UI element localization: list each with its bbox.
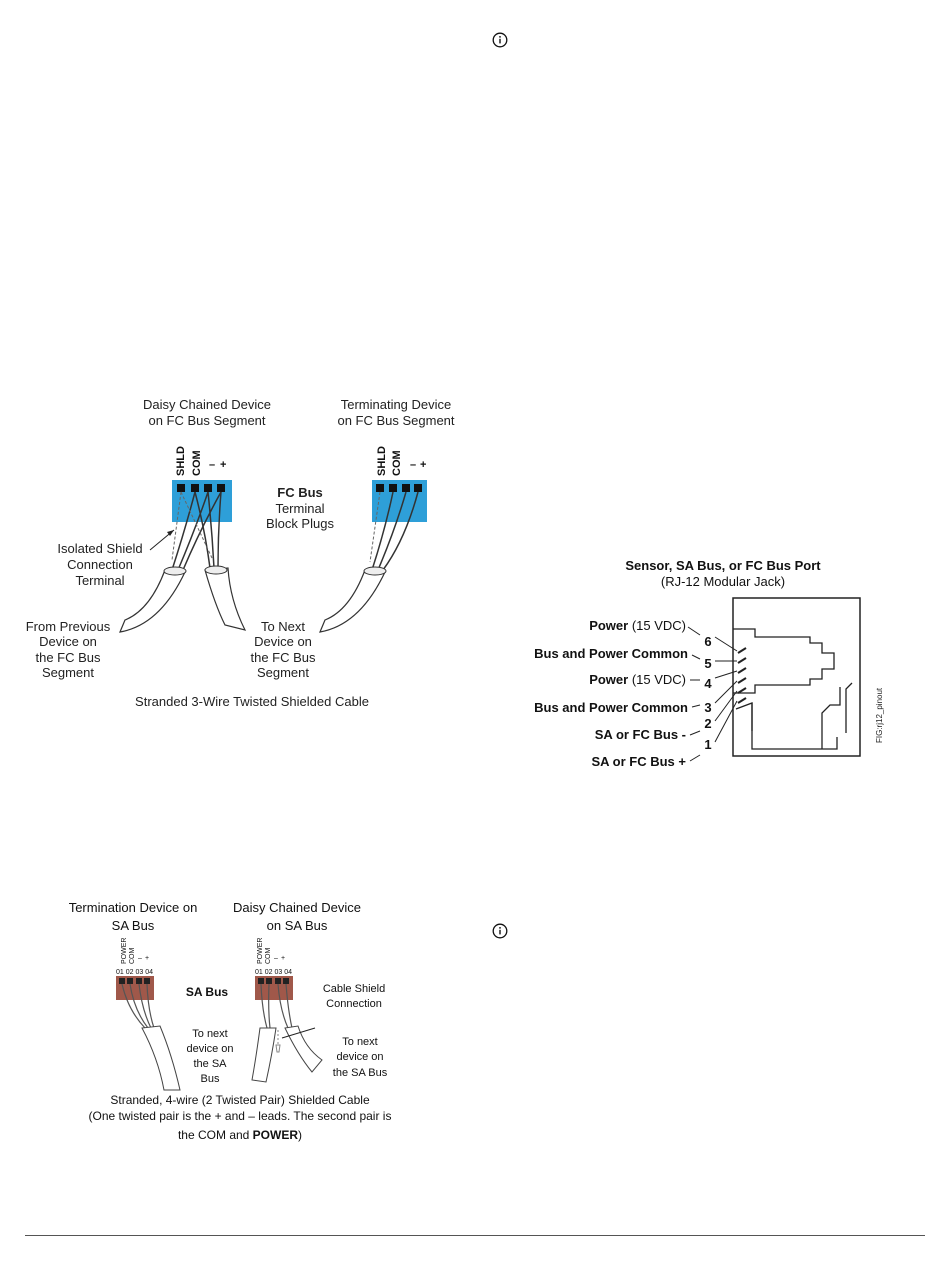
fc-center-label-2: Terminal: [275, 501, 324, 516]
sa-pin-numbers-right: 01 02 03 04: [255, 969, 292, 976]
info-icon: [492, 32, 508, 48]
sa-caption-2: (One twisted pair is the + and – leads. …: [89, 1109, 392, 1123]
fc-from-label-1: From Previous: [26, 619, 111, 634]
sa-bus-wiring-figure: Termination Device on SA Bus Daisy Chain…: [69, 900, 392, 1142]
sa-left-title-1: Termination Device on: [69, 900, 198, 915]
sa-to-left-4: Bus: [201, 1073, 220, 1085]
sa-to-right-1: To next: [342, 1036, 377, 1048]
rj12-pin-label-3: Bus and Power Common: [534, 700, 688, 715]
fc-pin-label-shld-right: SHLD: [376, 446, 388, 476]
rj12-pin-label-6: Power (15 VDC): [589, 618, 686, 633]
fc-to-label-3: the FC Bus: [250, 650, 316, 665]
sa-to-left-3: the SA: [193, 1058, 227, 1070]
sa-pin-power-left: POWER: [121, 938, 128, 964]
sa-pin-plus-left: +: [145, 955, 149, 962]
info-icon: [492, 923, 508, 939]
rj12-pin-num-2: 2: [704, 716, 711, 731]
rj12-pinout-figure: Sensor, SA Bus, or FC Bus Port (RJ-12 Mo…: [534, 558, 884, 769]
sa-pin-minus-right: –: [274, 955, 278, 962]
rj12-pin-label-1: SA or FC Bus +: [591, 754, 686, 769]
sa-caption-3: the COM and POWER): [178, 1128, 302, 1142]
sa-to-right-3: the SA Bus: [333, 1067, 388, 1079]
rj12-pin-num-4: 4: [704, 676, 712, 691]
sa-pin-numbers-left: 01 02 03 04: [116, 969, 153, 976]
fc-to-label-4: Segment: [257, 665, 309, 680]
fc-left-title-1: Daisy Chained Device: [143, 397, 271, 412]
sa-left-title-2: SA Bus: [112, 918, 155, 933]
rj12-pin-label-4: Power (15 VDC): [589, 672, 686, 687]
sa-caption-1: Stranded, 4-wire (2 Twisted Pair) Shield…: [110, 1093, 370, 1107]
footer-rule: [25, 1235, 925, 1236]
fc-caption: Stranded 3-Wire Twisted Shielded Cable: [135, 694, 369, 709]
sa-to-left-1: To next: [192, 1028, 227, 1040]
fc-pin-label-minus-right: –: [410, 459, 416, 471]
sa-to-left-2: device on: [186, 1043, 233, 1055]
fc-pin-label-com-right: COM: [391, 450, 403, 476]
rj12-pin-num-6: 6: [704, 634, 711, 649]
rj12-title: Sensor, SA Bus, or FC Bus Port: [625, 558, 821, 573]
sa-pin-plus-right: +: [281, 955, 285, 962]
rj12-jack-outline: [732, 597, 861, 757]
sa-pin-power-right: POWER: [257, 938, 264, 964]
fc-right-title-1: Terminating Device: [341, 397, 452, 412]
fc-from-label-3: the FC Bus: [35, 650, 101, 665]
fc-left-title-2: on FC Bus Segment: [148, 413, 265, 428]
fc-bus-wiring-figure: Daisy Chained Device on FC Bus Segment T…: [26, 397, 455, 709]
sa-right-title-1: Daisy Chained Device: [233, 900, 361, 915]
fc-pin-label-com: COM: [191, 450, 203, 476]
fc-from-label-2: Device on: [39, 634, 97, 649]
fc-center-label-3: Block Plugs: [266, 516, 334, 531]
rj12-pin-num-1: 1: [704, 737, 711, 752]
sa-shield-label-1: Cable Shield: [323, 983, 385, 995]
fc-to-label-2: Device on: [254, 634, 312, 649]
fc-pin-label-plus-right: +: [420, 459, 426, 471]
fc-pin-label-plus: +: [220, 459, 226, 471]
sa-center-label: SA Bus: [186, 985, 229, 999]
rj12-pin-num-5: 5: [704, 656, 711, 671]
fc-pin-label-minus: –: [209, 459, 215, 471]
sa-pin-minus-left: –: [138, 955, 142, 962]
rj12-subtitle: (RJ-12 Modular Jack): [661, 574, 785, 589]
rj12-fig-id: FIG:rj12_pinout: [875, 687, 884, 743]
sa-pin-com-right: COM: [265, 948, 272, 965]
rj12-pin-label-2: SA or FC Bus -: [595, 727, 686, 742]
fc-pin-label-shld: SHLD: [175, 446, 187, 476]
sa-pin-com-left: COM: [129, 948, 136, 965]
rj12-pin-num-3: 3: [704, 700, 711, 715]
sa-to-right-2: device on: [336, 1051, 383, 1063]
rj12-pin-label-5: Bus and Power Common: [534, 646, 688, 661]
fc-from-label-4: Segment: [42, 665, 94, 680]
fc-shield-label-2: Connection: [67, 557, 133, 572]
fc-center-label-1: FC Bus: [277, 485, 323, 500]
sa-right-title-2: on SA Bus: [267, 918, 328, 933]
fc-right-title-2: on FC Bus Segment: [337, 413, 454, 428]
fc-to-label-1: To Next: [261, 619, 305, 634]
sa-shield-label-2: Connection: [326, 998, 382, 1010]
fc-shield-label-3: Terminal: [75, 573, 124, 588]
fc-shield-label-1: Isolated Shield: [57, 541, 142, 556]
